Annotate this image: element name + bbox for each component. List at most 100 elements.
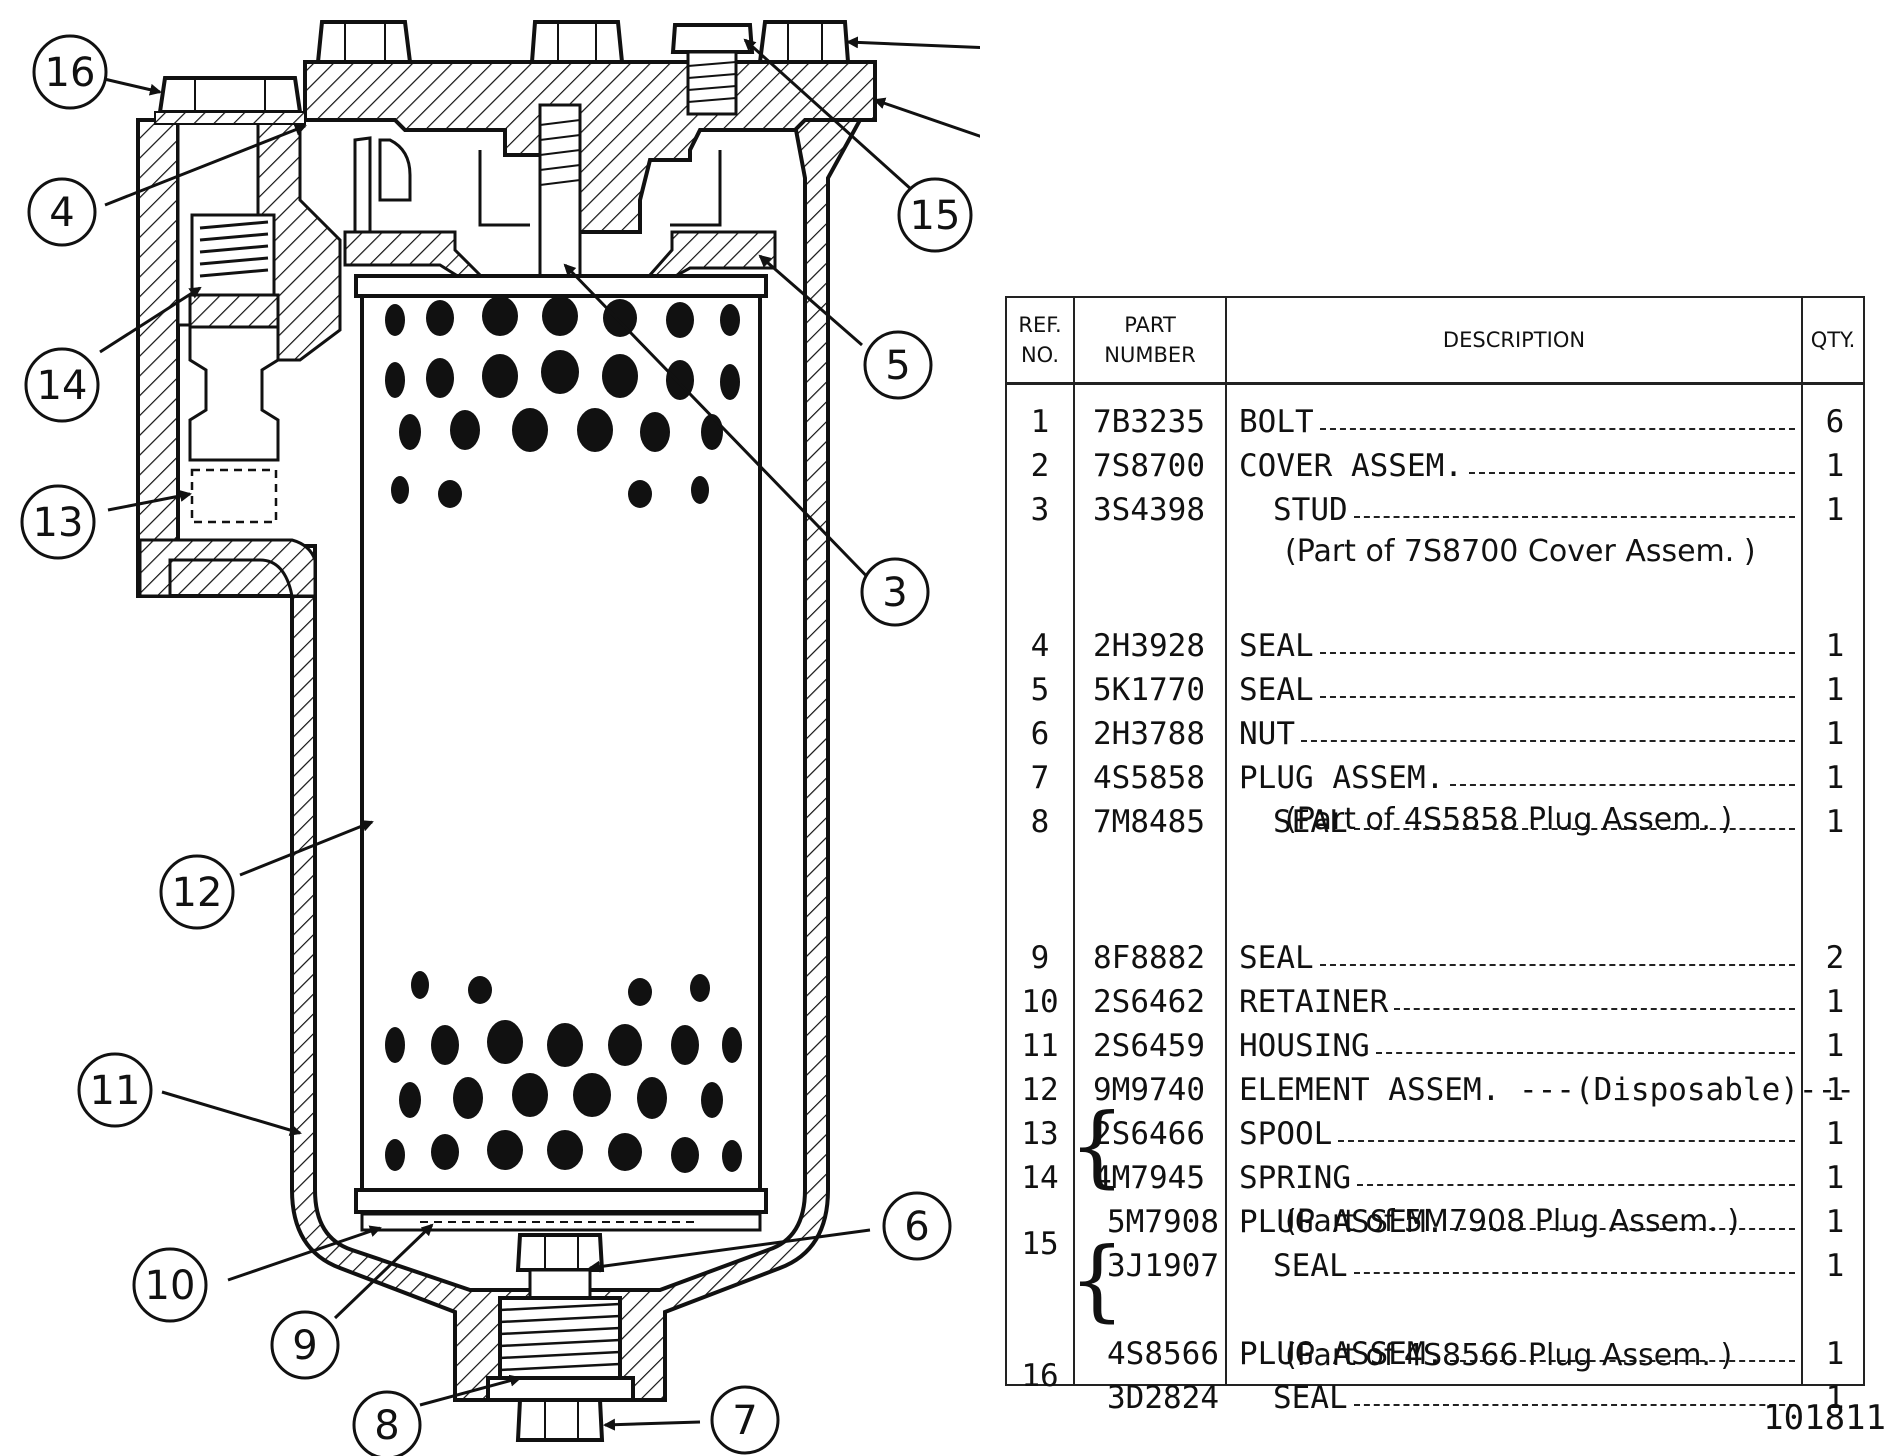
figure-number: 101811 — [1763, 1398, 1886, 1438]
dot-leader — [1354, 828, 1795, 830]
dot-leader — [1320, 428, 1795, 430]
callout-15: 15 — [897, 177, 973, 253]
dot-leader — [1354, 516, 1795, 518]
svg-text:7: 7 — [732, 1398, 757, 1444]
quantity: 1 — [1825, 1248, 1845, 1284]
callout-4: 4 — [27, 177, 97, 247]
ref-number: 3 — [1030, 492, 1050, 528]
ref-number: 9 — [1030, 940, 1050, 976]
quantity: 1 — [1825, 672, 1845, 708]
svg-text:10: 10 — [145, 1263, 196, 1309]
dot-leader — [1320, 696, 1795, 698]
header-qty: QTY. — [1810, 328, 1856, 352]
part-number: 7M8485 — [1093, 804, 1205, 840]
ref-number: 8 — [1030, 804, 1050, 840]
quantity: 1 — [1825, 1116, 1845, 1152]
dot-leader — [1354, 1404, 1795, 1406]
ref-number: 10 — [1021, 984, 1059, 1020]
part-number: 8F8882 — [1093, 940, 1205, 976]
part-number: 2S6462 — [1093, 984, 1205, 1020]
part-description: SPRING — [1239, 1160, 1351, 1196]
plug-assembly-15 — [670, 23, 755, 116]
callout-3: 3 — [860, 557, 930, 627]
svg-text:4: 4 — [49, 190, 74, 236]
svg-text:6: 6 — [904, 1204, 929, 1250]
part-number: 9M9740 — [1093, 1072, 1205, 1108]
callout-16: 16 — [32, 34, 108, 110]
quantity: 1 — [1825, 716, 1845, 752]
part-description: ELEMENT ASSEM. ---(Disposable)--- — [1239, 1072, 1855, 1108]
column-divider — [1225, 298, 1227, 1384]
part-description: RETAINER — [1239, 984, 1389, 1020]
table-row: 10 2S6462 RETAINER 1 — [1007, 982, 1863, 1022]
plug-assembly-16 — [154, 76, 306, 125]
svg-text:8: 8 — [374, 1403, 399, 1449]
svg-text:3: 3 — [882, 570, 907, 616]
table-row: 12 9M9740 ELEMENT ASSEM. ---(Disposable)--… — [1007, 1070, 1863, 1110]
callout-6: 6 — [882, 1191, 952, 1261]
part-number: 2S6459 — [1093, 1028, 1205, 1064]
part-description: PLUG ASSEM. — [1239, 1204, 1445, 1240]
bolts — [315, 20, 851, 64]
quantity: 6 — [1825, 404, 1845, 440]
svg-text:12: 12 — [172, 870, 223, 916]
table-row: 15 5M7908 PLUG ASSEM. 1 — [1007, 1202, 1863, 1262]
callout-12: 12 — [159, 854, 235, 930]
callout-9: 9 — [270, 1310, 340, 1380]
part-number: 4M7945 — [1093, 1160, 1205, 1196]
table-note: (Part of 4S5858 Plug Assem. ) — [1285, 802, 1733, 837]
ref-number: 15 — [1021, 1226, 1059, 1262]
dot-leader — [1320, 652, 1795, 654]
part-number: 5M7908 — [1107, 1204, 1219, 1240]
header-description: DESCRIPTION — [1442, 328, 1586, 352]
svg-text:15: 15 — [910, 193, 961, 239]
header-ref-no: REF. NO. — [1018, 313, 1062, 367]
plug-assembly-7 — [486, 1296, 635, 1442]
ref-number: 1 — [1030, 404, 1050, 440]
part-description: BOLT — [1239, 404, 1314, 440]
quantity: 1 — [1825, 760, 1845, 796]
part-description: NUT — [1239, 716, 1295, 752]
svg-text:14: 14 — [37, 363, 88, 409]
leader-lines — [99, 36, 980, 1431]
spool — [188, 325, 280, 524]
dot-leader — [1450, 784, 1795, 786]
retainer — [360, 1212, 762, 1232]
stud — [538, 103, 582, 292]
part-description: SPOOL — [1239, 1116, 1333, 1152]
part-number: 3J1907 — [1107, 1248, 1219, 1284]
column-divider — [1073, 298, 1075, 1384]
part-number: 2H3788 — [1093, 716, 1205, 752]
ref-number: 12 — [1021, 1072, 1059, 1108]
dot-leader — [1301, 740, 1795, 742]
spring — [188, 213, 280, 329]
table-note: (Part of 7S8700 Cover Assem. ) — [1285, 534, 1756, 569]
quantity: 1 — [1825, 804, 1845, 840]
column-divider — [1801, 298, 1803, 1384]
part-description: SEAL — [1239, 628, 1314, 664]
part-number: 3D2824 — [1107, 1380, 1219, 1416]
part-description: HOUSING — [1239, 1028, 1370, 1064]
callout-8: 8 — [352, 1390, 422, 1456]
callout-5: 5 — [863, 330, 933, 400]
dot-leader — [1338, 1140, 1795, 1142]
quantity: 2 — [1825, 940, 1845, 976]
dot-leader — [1450, 1228, 1795, 1230]
quantity: 1 — [1825, 1028, 1845, 1064]
ref-number: 14 — [1021, 1160, 1059, 1196]
dot-leader — [1320, 964, 1795, 966]
quantity: 1 — [1825, 1072, 1845, 1108]
quantity: 1 — [1825, 984, 1845, 1020]
ref-number: 16 — [1021, 1358, 1059, 1394]
quantity: 1 — [1825, 1204, 1845, 1240]
